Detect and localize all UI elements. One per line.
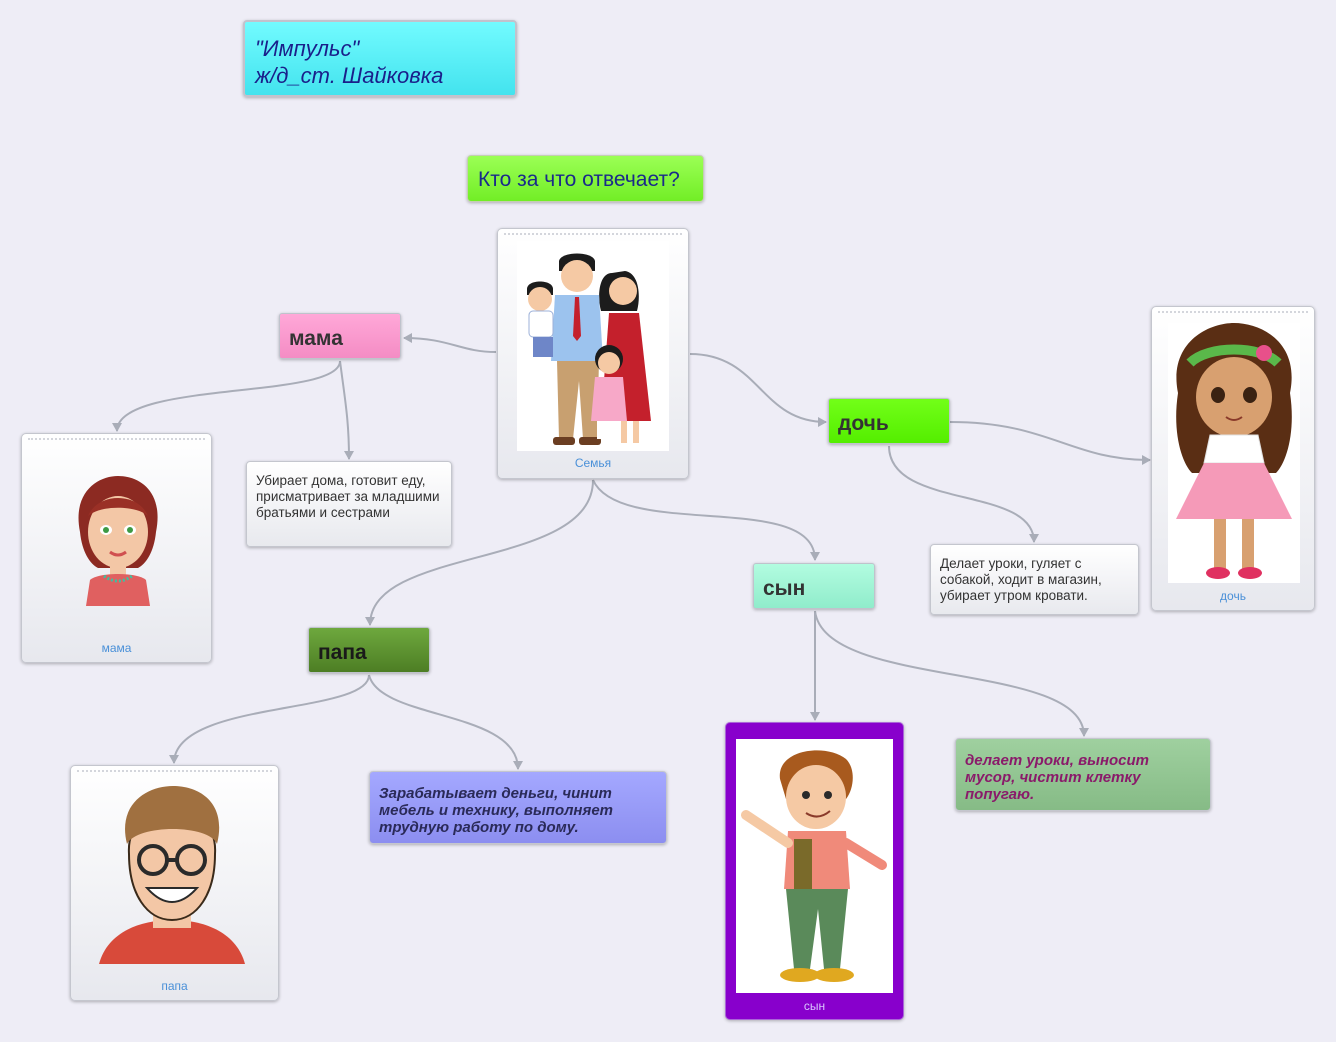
mama-image [78, 476, 158, 606]
papa-caption: папа [161, 979, 188, 993]
doch-caption: дочь [1220, 589, 1246, 603]
family-card[interactable]: Семья [497, 228, 689, 479]
link-family-doch [689, 353, 827, 427]
doch-image [1168, 323, 1300, 583]
link-mama-note [339, 360, 354, 460]
syn-caption: сын [803, 999, 826, 1013]
card-grip [1158, 311, 1308, 313]
title-line-2: ж/д_ст. Шайковка [255, 63, 444, 88]
link-family-mama [403, 333, 497, 353]
family-caption: Семья [574, 456, 612, 470]
papa-image [99, 786, 245, 964]
label-doch[interactable]: дочь [828, 398, 950, 444]
mama-caption: мама [101, 641, 132, 655]
doch-card[interactable]: дочь [1151, 306, 1315, 611]
syn-note[interactable]: делает уроки, выносит мусор, чистит клет… [955, 738, 1211, 811]
doch-note[interactable]: Делает уроки, гуляет с собакой, ходит в … [930, 544, 1139, 615]
card-grip [504, 233, 682, 235]
label-papa[interactable]: папа [308, 627, 430, 673]
link-doch-note [888, 445, 1039, 543]
card-grip [28, 438, 205, 440]
label-syn[interactable]: сын [753, 563, 875, 609]
title-line-1: "Импульс" [255, 36, 360, 61]
family-image [517, 241, 669, 451]
mama-note[interactable]: Убирает дома, готовит еду, присматривает… [246, 461, 452, 547]
link-doch-card [949, 421, 1151, 465]
papa-note[interactable]: Зарабатывает деньги, чинит мебель и техн… [369, 771, 667, 844]
card-grip [77, 770, 272, 772]
link-papa-note [368, 674, 523, 770]
question-box[interactable]: Кто за что отвечает? [467, 155, 704, 202]
link-mama-card [112, 360, 341, 432]
link-papa-card [169, 674, 370, 764]
papa-card[interactable]: папа [70, 765, 279, 1001]
link-family-syn [592, 479, 820, 561]
label-mama[interactable]: мама [279, 313, 401, 359]
mama-card[interactable]: мама [21, 433, 212, 663]
syn-image [736, 739, 893, 993]
syn-card[interactable]: сын [725, 722, 904, 1020]
title-box[interactable]: "Импульс" ж/д_ст. Шайковка [243, 20, 517, 97]
link-syn-note [814, 610, 1089, 737]
